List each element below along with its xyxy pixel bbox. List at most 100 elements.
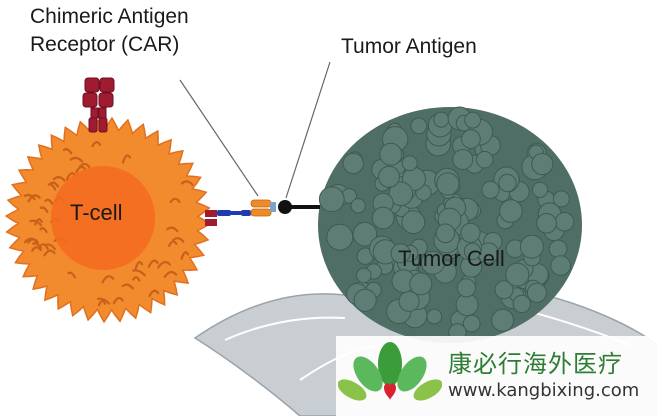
membrane-fold [180, 251, 190, 260]
membrane-fold [96, 297, 111, 305]
membrane-fold [132, 269, 146, 277]
tumor-surface-bump [519, 234, 544, 259]
membrane-fold [34, 218, 43, 226]
tumor-surface-bump [505, 262, 530, 287]
t-cell-label: T-cell [70, 200, 123, 225]
tumor-surface-bump [512, 294, 531, 314]
tumor-cell-label: Tumor Cell [398, 246, 505, 271]
membrane-fold [97, 299, 107, 307]
membrane-fold [62, 148, 73, 155]
car-callout-line [179, 79, 259, 197]
membrane-fold [44, 243, 56, 251]
tumor-surface-bump [481, 180, 500, 199]
tumor-surface-bump [526, 282, 548, 303]
tumor-surface-bump [548, 239, 568, 259]
tumor-surface-bump [460, 222, 481, 243]
tumor-surface-bump [388, 181, 414, 207]
watermark-url: www.kangbixing.com [448, 380, 640, 401]
tumor-surface-bump [353, 288, 377, 312]
tumor-surface-bump [371, 206, 395, 230]
tumor-surface-bump [433, 111, 450, 128]
tumor-antigen-label: Tumor Antigen [341, 35, 477, 58]
antigen-callout-line [285, 61, 331, 199]
tumor-surface-bump [420, 250, 445, 275]
tumor-surface-bump [409, 272, 433, 296]
tumor-surface-bump [352, 221, 378, 247]
membrane-fold [40, 243, 49, 250]
membrane-fold [44, 198, 54, 205]
membrane-fold [163, 270, 178, 278]
tumor-surface-bump [435, 223, 456, 244]
tumor-surface-bump [452, 149, 474, 170]
membrane-fold [157, 261, 171, 269]
tumor-surface-bump [318, 186, 345, 213]
tumor-surface-bump [552, 190, 570, 208]
membrane-fold [101, 275, 115, 284]
membrane-fold [112, 296, 124, 305]
car-receptor-top [82, 77, 115, 133]
tumor-surface-bump [390, 243, 411, 264]
tumor-surface-bump [531, 153, 554, 176]
tumor-surface-bump [342, 152, 364, 175]
t-cell [4, 116, 212, 324]
tumor-surface-bump [498, 173, 517, 193]
membrane-fold [27, 194, 41, 203]
membrane-fold [180, 180, 194, 186]
lotus-logo-icon [338, 342, 442, 401]
tumor-surface-bump [475, 150, 494, 169]
tumor-surface-bump [464, 111, 482, 129]
tumor-surface-bump [426, 308, 443, 325]
tumor-surface-bump [491, 308, 515, 332]
membrane-fold [132, 276, 141, 282]
membrane-fold [168, 240, 178, 248]
membrane-fold [47, 183, 57, 191]
tumor-surface-bump [326, 223, 354, 251]
membrane-fold [29, 219, 43, 227]
membrane-fold [69, 156, 84, 163]
tumor-surface-bump [436, 172, 460, 196]
tumor-surface-bump [350, 198, 366, 214]
membrane-fold [147, 259, 159, 268]
tumor-surface-bump [554, 212, 575, 232]
membrane-fold [169, 197, 181, 203]
car-label-line2: Receptor (CAR) [30, 33, 180, 56]
tumor-surface-bump [401, 210, 426, 235]
tumor-surface-bump [531, 181, 549, 198]
watermark: 康必行海外医疗 www.kangbixing.com [336, 336, 657, 416]
membrane-fold [166, 226, 179, 233]
tumor-antigen [278, 200, 320, 214]
membrane-fold [148, 289, 160, 297]
membrane-fold [31, 242, 43, 249]
tumor-surface-bump [378, 165, 400, 188]
membrane-fold [52, 176, 66, 182]
tumor-surface-bump [410, 117, 428, 135]
tumor-cell [318, 106, 582, 343]
tumor-surface-bump [379, 142, 403, 166]
tumor-surface-bump [494, 280, 514, 300]
membrane-fold [23, 237, 38, 244]
tumor-surface-bump [463, 242, 482, 261]
membrane-fold [78, 162, 91, 169]
membrane-fold [23, 193, 36, 201]
membrane-fold [67, 271, 77, 279]
tumor-surface-bump [461, 129, 481, 149]
tumor-surface-bump [356, 267, 372, 284]
membrane-fold [121, 154, 132, 164]
membrane-fold [121, 283, 134, 290]
membrane-fold [172, 237, 185, 243]
membrane-fold [134, 260, 144, 271]
membrane-fold [39, 206, 49, 214]
tumor-surface-bump [536, 213, 557, 234]
membrane-fold [43, 249, 56, 257]
car-label-line1: Chimeric Antigen [30, 5, 189, 28]
tumor-surface-bump [499, 199, 523, 223]
car-construct [205, 199, 276, 226]
tumor-surface-bump [550, 255, 571, 276]
membrane-fold [31, 246, 42, 252]
membrane-fold [49, 181, 60, 188]
membrane-fold [91, 141, 102, 148]
tumor-surface-bump [456, 278, 476, 298]
watermark-chinese-name: 康必行海外医疗 [448, 350, 623, 378]
